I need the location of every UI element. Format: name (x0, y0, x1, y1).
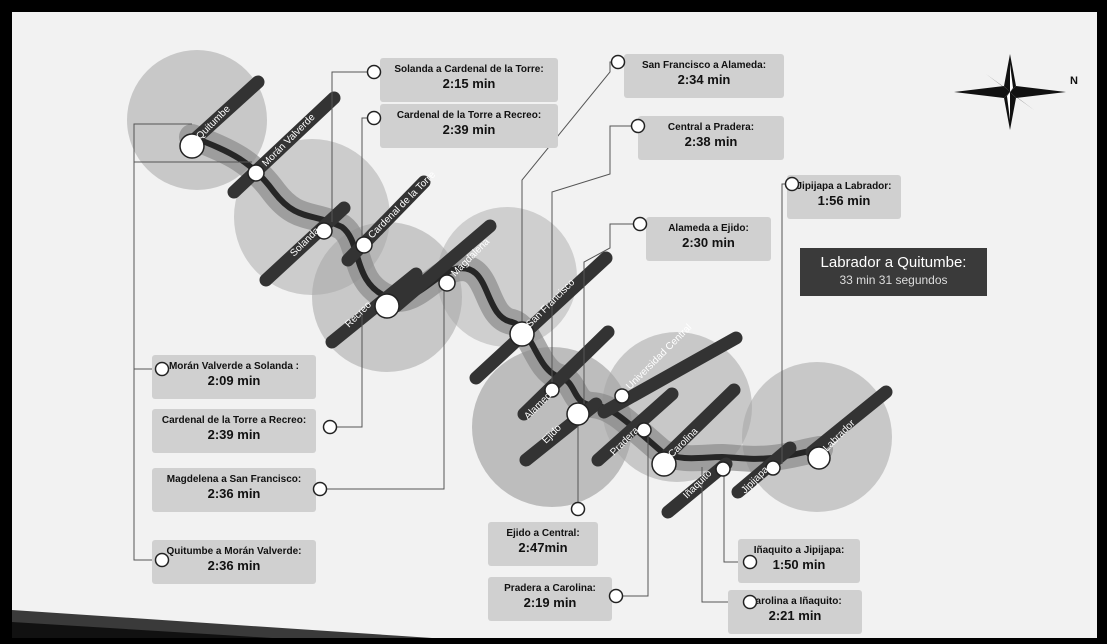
segment-time: 2:47min (518, 540, 568, 555)
segment-time: 1:50 min (772, 557, 826, 572)
station-marker (765, 460, 781, 476)
station-bar (259, 201, 351, 287)
slide-bottom-strip (12, 610, 432, 638)
segment-box: Magdelena a San Francisco: 2:36 min (152, 468, 316, 512)
segment-time: 1:56 min (817, 193, 871, 208)
segment-box: Central a Pradera: 2:38 min (638, 116, 784, 160)
station-marker (179, 133, 205, 159)
station-marker (715, 461, 731, 477)
station-bar (805, 385, 893, 459)
leader-line (551, 125, 632, 382)
segment-box: Cardenal de la Torre a Recreo: 2:39 min (152, 409, 316, 453)
station-marker (247, 164, 265, 182)
compass-rose-icon (954, 54, 1066, 130)
station-bar (389, 219, 497, 313)
station-marker (807, 446, 831, 470)
segment-title: Morán Valverde a Solanda : (168, 361, 300, 372)
station-bar (653, 383, 741, 469)
segment-title: Pradera a Carolina: (504, 583, 596, 594)
segment-time: 2:34 min (677, 72, 731, 87)
segment-title: Alameda a Ejido: (668, 223, 749, 234)
total-time-title: Labrador a Quitumbe: (820, 254, 967, 271)
segment-title: Cardenal de la Torre a Recreo: (161, 415, 307, 426)
segment-time: 2:36 min (207, 558, 261, 573)
leader-line (331, 71, 367, 222)
station-marker (509, 321, 535, 347)
station-bar (731, 441, 797, 499)
station-marker (544, 382, 560, 398)
leader-line (583, 223, 636, 414)
station-marker (614, 388, 630, 404)
segment-title: Quitumbe a Morán Valverde: (166, 546, 302, 557)
segment-box: Jipijapa a Labrador: 1:56 min (787, 175, 901, 219)
segment-title: Jipijapa a Labrador: (796, 181, 892, 192)
station-marker (566, 402, 590, 426)
segment-title: Cardenal de la Torre a Recreo: (396, 110, 542, 121)
segment-box: Solanda a Cardenal de la Torre: 2:15 min (380, 58, 558, 102)
segment-box: San Francisco a Alameda: 2:34 min (624, 54, 784, 98)
segment-title: Central a Pradera: (667, 122, 755, 133)
segment-title: Carolina a Iñaquito: (748, 596, 842, 607)
station-marker (636, 422, 652, 438)
segment-box: Morán Valverde a Solanda : 2:09 min (152, 355, 316, 399)
segment-title: Magdelena a San Francisco: (166, 474, 302, 485)
leader-line (612, 430, 649, 597)
segment-time: 2:21 min (768, 608, 822, 623)
segment-time: 2:19 min (523, 595, 577, 610)
segment-title: Ejido a Central: (506, 528, 580, 539)
station-marker (651, 451, 677, 477)
metro-route-line (189, 134, 823, 462)
stations (179, 133, 831, 477)
station-bar (591, 387, 679, 467)
total-time-box: Labrador a Quitumbe: 33 min 31 segundos (800, 248, 987, 296)
leader-line (133, 161, 252, 561)
leader-line (521, 61, 612, 322)
segment-title: Iñaquito a Jipijapa: (753, 545, 845, 556)
station-halo (472, 347, 632, 507)
station-marker (315, 222, 333, 240)
segment-time: 2:39 min (442, 122, 496, 137)
segment-box: Carolina a Iñaquito: 2:21 min (728, 590, 862, 634)
segment-time: 2:38 min (684, 134, 738, 149)
leader-line (361, 117, 367, 242)
segment-title: San Francisco a Alameda: (641, 60, 767, 71)
total-time-value: 33 min 31 segundos (839, 273, 948, 287)
station-marker (374, 293, 400, 319)
segment-box: Ejido a Central: 2:47min (488, 522, 598, 566)
station-bar (187, 75, 265, 147)
leader-line (318, 277, 445, 490)
compass-north-label: N (1070, 75, 1078, 87)
station-marker (438, 274, 456, 292)
station-bar (325, 267, 423, 349)
segment-title: Solanda a Cardenal de la Torre: (394, 64, 544, 75)
segment-box: Cardenal de la Torre a Recreo: 2:39 min (380, 104, 558, 148)
segment-time: 2:30 min (682, 235, 735, 250)
segment-box: Alameda a Ejido: 2:30 min (646, 217, 771, 261)
station-bar (517, 325, 615, 421)
segment-time: 2:39 min (207, 427, 261, 442)
segment-box: Pradera a Carolina: 2:19 min (488, 577, 612, 621)
segment-time: 2:36 min (207, 486, 261, 501)
leader-line (328, 312, 363, 428)
segment-time: 2:15 min (442, 76, 496, 91)
segment-box: Quitumbe a Morán Valverde: 2:36 min (152, 540, 316, 584)
segment-time: 2:09 min (207, 373, 261, 388)
station-marker (355, 236, 373, 254)
segment-box: Iñaquito a Jipijapa: 1:50 min (738, 539, 860, 583)
